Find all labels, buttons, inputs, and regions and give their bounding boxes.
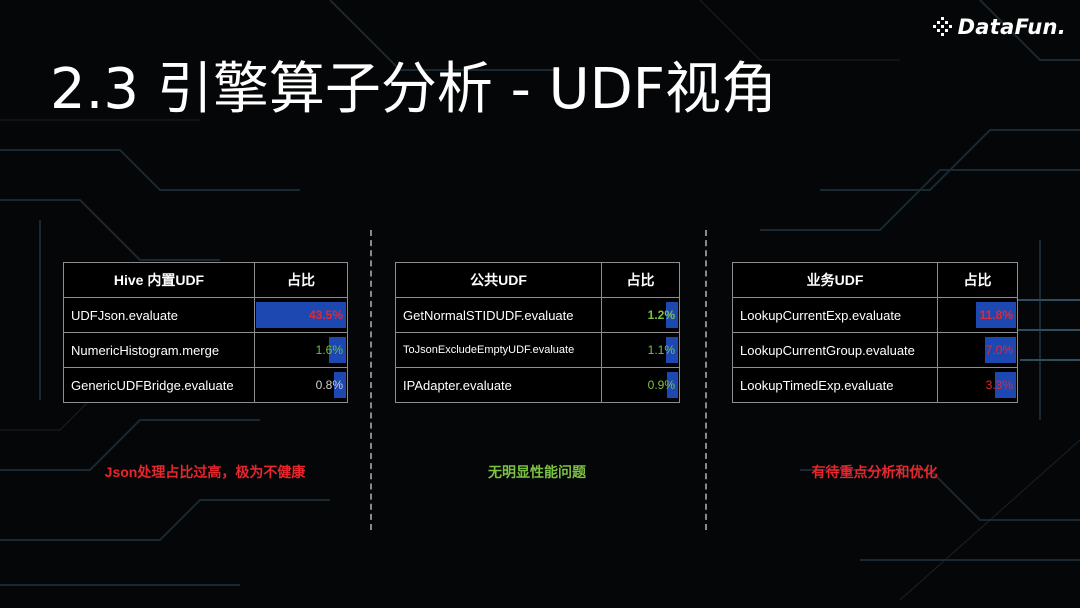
table-row: IPAdapter.evaluate 0.9%	[395, 367, 680, 403]
udf-name: GenericUDFBridge.evaluate	[63, 367, 255, 403]
hive-builtin-udf-table: Hive 内置UDF 占比 UDFJson.evaluate 43.5% Num…	[63, 262, 348, 403]
ratio-cell: 0.9%	[601, 367, 680, 403]
table-header-row: 公共UDF 占比	[395, 262, 680, 298]
column-header-udf: 业务UDF	[732, 262, 938, 298]
table-header-row: 业务UDF 占比	[732, 262, 1018, 298]
table-row: LookupCurrentGroup.evaluate 7.0%	[732, 332, 1018, 368]
udf-name: IPAdapter.evaluate	[395, 367, 602, 403]
hive-udf-note: Json处理占比过高，极为不健康	[104, 464, 306, 480]
ratio-value: 0.8%	[315, 378, 343, 392]
table-row: GetNormalSTIDUDF.evaluate 1.2%	[395, 297, 680, 333]
datafun-logo: DataFun.	[932, 12, 1066, 42]
ratio-cell: 1.2%	[601, 297, 680, 333]
ratio-cell: 0.8%	[254, 367, 348, 403]
ratio-cell: 7.0%	[937, 332, 1018, 368]
ratio-cell: 1.6%	[254, 332, 348, 368]
column-divider-1	[370, 230, 372, 530]
ratio-cell: 1.1%	[601, 332, 680, 368]
udf-name: NumericHistogram.merge	[63, 332, 255, 368]
ratio-value: 3.3%	[985, 378, 1013, 392]
ratio-bar	[329, 337, 346, 363]
ratio-value: 0.9%	[647, 378, 675, 392]
ratio-value: 1.2%	[647, 308, 675, 322]
ratio-bar	[666, 337, 678, 363]
datafun-logo-icon	[932, 17, 952, 36]
udf-name: GetNormalSTIDUDF.evaluate	[395, 297, 602, 333]
ratio-value: 1.1%	[647, 343, 675, 357]
ratio-value: 43.5%	[308, 308, 343, 322]
udf-name: LookupCurrentGroup.evaluate	[732, 332, 938, 368]
ratio-value: 11.8%	[979, 308, 1013, 322]
udf-name: ToJsonExcludeEmptyUDF.evaluate	[395, 332, 602, 368]
ratio-bar	[976, 302, 1016, 328]
column-header-ratio: 占比	[937, 262, 1018, 298]
ratio-cell: 11.8%	[937, 297, 1018, 333]
ratio-bar	[667, 372, 678, 398]
datafun-logo-text: DataFun.	[957, 15, 1066, 39]
table-header-row: Hive 内置UDF 占比	[63, 262, 348, 298]
table-row: LookupCurrentExp.evaluate 11.8%	[732, 297, 1018, 333]
public-udf-note: 无明显性能问题	[488, 464, 586, 480]
column-header-udf: Hive 内置UDF	[63, 262, 255, 298]
table-row: GenericUDFBridge.evaluate 0.8%	[63, 367, 348, 403]
ratio-bar	[985, 337, 1016, 363]
table-row: NumericHistogram.merge 1.6%	[63, 332, 348, 368]
ratio-cell: 3.3%	[937, 367, 1018, 403]
slide-title: 2.3 引擎算子分析 - UDF视角	[50, 57, 777, 122]
ratio-bar	[256, 302, 346, 328]
udf-name: LookupCurrentExp.evaluate	[732, 297, 938, 333]
column-header-ratio: 占比	[601, 262, 680, 298]
table-row: UDFJson.evaluate 43.5%	[63, 297, 348, 333]
ratio-bar	[334, 372, 346, 398]
ratio-cell: 43.5%	[254, 297, 348, 333]
column-header-ratio: 占比	[254, 262, 348, 298]
table-row: LookupTimedExp.evaluate 3.3%	[732, 367, 1018, 403]
business-udf-note: 有待重点分析和优化	[811, 464, 938, 480]
column-divider-2	[705, 230, 707, 530]
business-udf-table: 业务UDF 占比 LookupCurrentExp.evaluate 11.8%…	[732, 262, 1018, 403]
ratio-value: 1.6%	[315, 343, 343, 357]
udf-name: UDFJson.evaluate	[63, 297, 255, 333]
udf-name: LookupTimedExp.evaluate	[732, 367, 938, 403]
ratio-bar	[666, 302, 678, 328]
table-row: ToJsonExcludeEmptyUDF.evaluate 1.1%	[395, 332, 680, 368]
column-header-udf: 公共UDF	[395, 262, 602, 298]
ratio-value: 7.0%	[985, 343, 1013, 357]
public-udf-table: 公共UDF 占比 GetNormalSTIDUDF.evaluate 1.2% …	[395, 262, 680, 403]
ratio-bar	[995, 372, 1016, 398]
